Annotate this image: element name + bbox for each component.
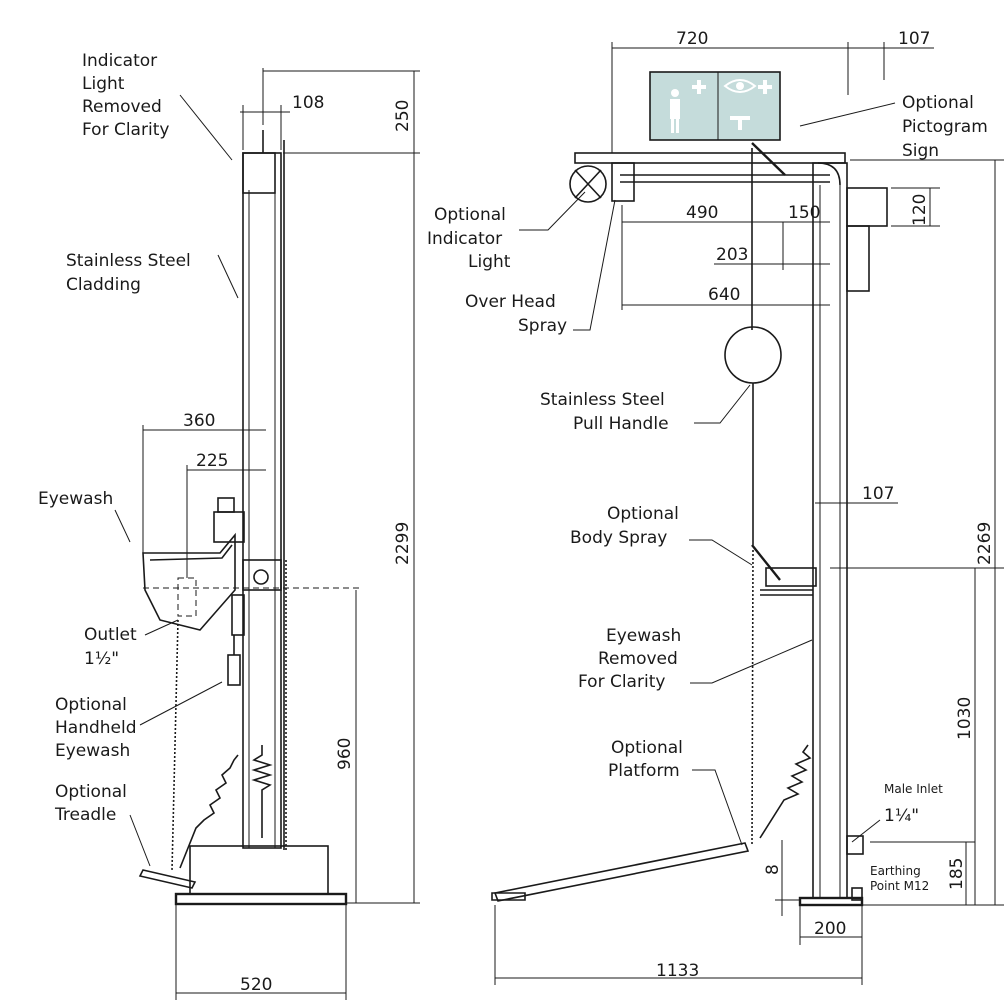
treadle-label-2: Treadle xyxy=(54,805,116,825)
dim-490: 490 xyxy=(686,203,718,223)
first-aid-plus-icon xyxy=(692,80,706,94)
dim-960: 960 xyxy=(335,738,355,770)
outlet-drain xyxy=(177,577,197,617)
dim-203: 203 xyxy=(716,245,748,265)
body-spray-label-2: Body Spray xyxy=(570,528,667,548)
overhead-label-1: Over Head xyxy=(465,292,556,312)
overhead-label-2: Spray xyxy=(518,316,567,336)
dim-360: 360 xyxy=(183,411,215,431)
pictogram-label-1: Optional xyxy=(902,93,974,113)
outlet-label-2: 1½" xyxy=(84,649,119,669)
dim-520: 520 xyxy=(240,975,272,995)
indicator-opt-label-1: Optional xyxy=(434,205,506,225)
outlet-label-1: Outlet xyxy=(84,625,137,645)
earthing-point xyxy=(851,887,863,901)
indicator-label-2: Light xyxy=(82,74,125,94)
platform-label-1: Optional xyxy=(611,738,683,758)
side-view xyxy=(114,68,420,1000)
indicator-light xyxy=(569,165,607,203)
handheld-label-2: Handheld xyxy=(55,718,137,738)
male-inlet xyxy=(846,835,864,855)
eyewash-removed-label-2: Removed xyxy=(598,649,678,669)
eye-icon xyxy=(723,79,772,94)
platform xyxy=(493,842,750,902)
handheld-eyewash xyxy=(227,654,241,686)
pull-handle xyxy=(724,326,782,384)
shower-head-icon xyxy=(730,116,750,130)
dim-2269: 2269 xyxy=(975,522,995,565)
dim-200: 200 xyxy=(814,919,846,939)
overhead-spray xyxy=(611,162,635,202)
dim-108: 108 xyxy=(292,93,324,113)
pull-handle-label-2: Pull Handle xyxy=(573,414,669,434)
eyewash-removed-label-3: For Clarity xyxy=(578,672,665,692)
dim-107-mid: 107 xyxy=(862,484,894,504)
indicator-label-4: For Clarity xyxy=(82,120,169,140)
earthing-label-1: Earthing xyxy=(870,864,921,878)
indicator-label-1: Indicator xyxy=(82,51,157,71)
male-inlet-label-1: Male Inlet xyxy=(884,782,943,796)
indicator-opt-label-3: Light xyxy=(468,252,511,272)
body-spray xyxy=(765,567,817,587)
dim-150: 150 xyxy=(788,203,820,223)
cladding-label-2: Cladding xyxy=(66,275,141,295)
treadle-spring xyxy=(179,754,239,869)
treadle-label-1: Optional xyxy=(55,782,127,802)
pictogram-sign xyxy=(649,71,781,141)
column-front xyxy=(812,162,848,899)
eyewash-removed-label-1: Eyewash xyxy=(606,626,681,646)
dim-225: 225 xyxy=(196,451,228,471)
handheld-label-3: Eyewash xyxy=(55,741,130,761)
side-view-labels: Indicator Light Removed For Clarity Stai… xyxy=(38,51,413,995)
base-plate xyxy=(174,892,348,906)
platform-label-2: Platform xyxy=(608,761,680,781)
pictogram-label-2: Pictogram xyxy=(902,117,988,137)
indicator-opt-label-2: Indicator xyxy=(427,229,502,249)
treadle xyxy=(138,869,197,889)
dim-720: 720 xyxy=(676,29,708,49)
dim-2299: 2299 xyxy=(393,522,413,565)
pull-handle-label-1: Stainless Steel xyxy=(540,390,665,410)
handheld-label-1: Optional xyxy=(55,695,127,715)
dim-107-top: 107 xyxy=(898,29,930,49)
earthing-label-2: Point M12 xyxy=(870,879,929,893)
person-shower-icon xyxy=(670,89,680,133)
dim-250: 250 xyxy=(393,100,413,132)
indicator-label-3: Removed xyxy=(82,97,162,117)
dim-1133: 1133 xyxy=(656,961,699,981)
platform-spring xyxy=(759,744,812,839)
eyewash-head xyxy=(213,511,245,543)
dim-640: 640 xyxy=(708,285,740,305)
male-inlet-label-2: 1¼" xyxy=(884,806,919,826)
cladding-label-1: Stainless Steel xyxy=(66,251,191,271)
valve-knob xyxy=(253,569,269,585)
indicator-housing xyxy=(242,152,276,194)
dim-185: 185 xyxy=(947,858,967,890)
front-view-labels: Optional Pictogram Sign Optional Indicat… xyxy=(427,29,995,981)
pictogram-label-3: Sign xyxy=(902,141,939,161)
base-box xyxy=(189,845,329,895)
eyewash-label: Eyewash xyxy=(38,489,113,509)
front-view xyxy=(491,42,1004,985)
dim-8: 8 xyxy=(763,864,783,875)
dim-120: 120 xyxy=(910,194,930,226)
body-spray-label-1: Optional xyxy=(607,504,679,524)
dim-1030: 1030 xyxy=(955,697,975,740)
